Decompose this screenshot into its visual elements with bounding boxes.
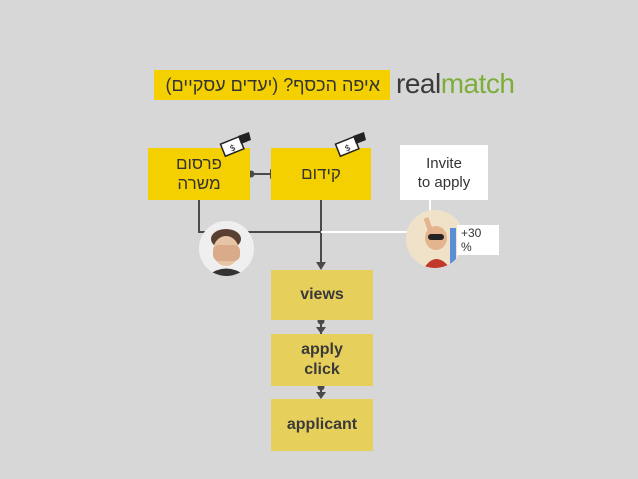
arrow-head [316,327,326,334]
money-hand-icon: $ [216,132,252,160]
apply-line2: click [304,361,340,378]
promotion-box: קידום [271,148,371,200]
applicant-label: applicant [286,416,358,433]
page-title: איפה הכסף? (יעדים עסקיים) [154,70,390,100]
job-post-box: פרסום משרה [148,148,250,200]
svg-text:$: $ [228,143,237,154]
frustrated-person-avatar [199,221,254,276]
applicant-box: applicant [271,399,373,451]
invite-to-apply-box: Invite to apply [400,145,488,200]
happy-child-avatar [406,210,464,268]
promotion-label: קידום [301,164,341,183]
arrow-head [316,262,326,270]
logo-text-match: match [440,68,515,99]
job-post-label: פרסום משרה [175,154,223,193]
invite-line2: to apply [417,173,471,191]
views-label: views [300,286,344,303]
logo-text-real: real [396,68,441,99]
connector-jobpost-main [198,200,321,233]
svg-text:$: $ [343,143,352,154]
increase-badge: +30 % [457,225,499,255]
increase-line1: +30 [461,226,482,240]
realmatch-logo: realmatch [396,66,515,102]
invite-line1: Invite [426,154,462,172]
arrow-head [316,392,326,399]
views-box: views [271,270,373,320]
money-hand-icon: $ [331,132,367,160]
apply-click-box: apply click [271,334,373,386]
increase-line2: % [461,240,472,254]
apply-line1: apply [301,341,343,358]
